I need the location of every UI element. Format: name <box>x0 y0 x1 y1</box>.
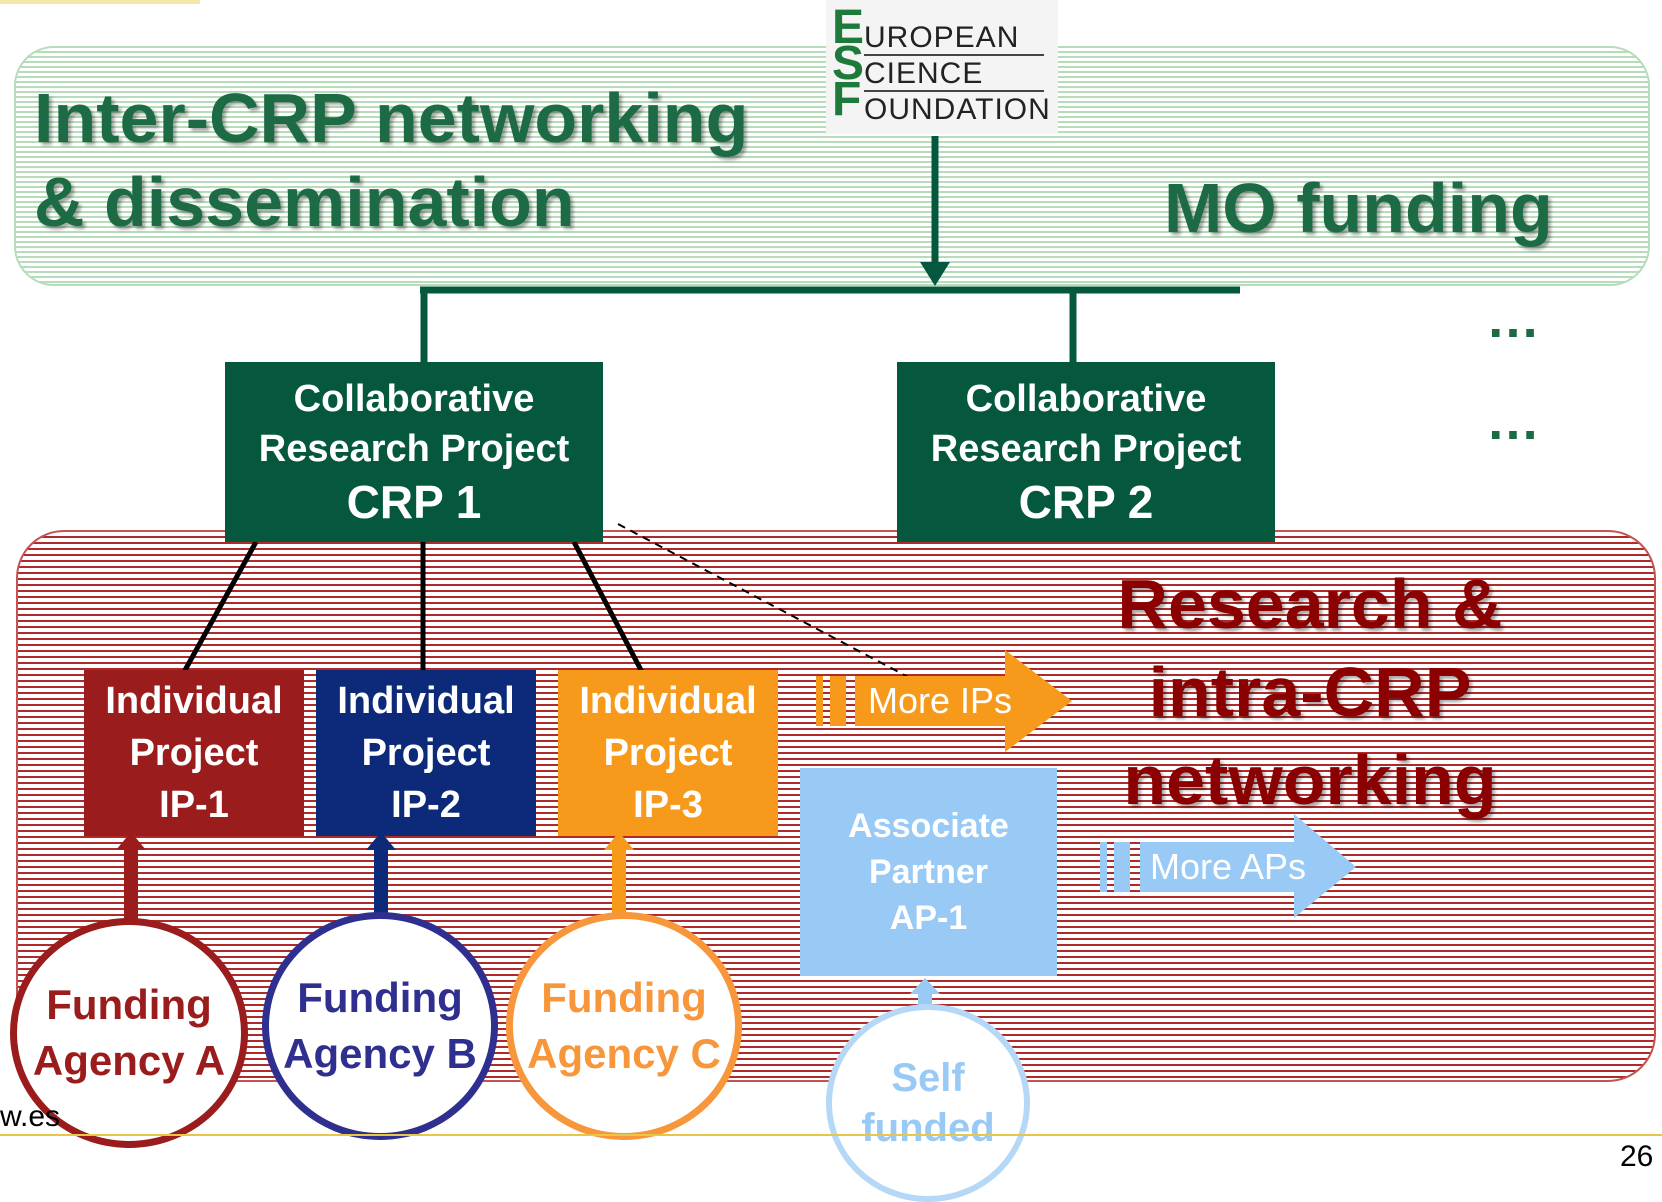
crp-1-box: Collaborative Research Project CRP 1 <box>225 362 603 542</box>
crp1-ip3-line <box>571 540 645 674</box>
inter-crp-title-line1: Inter-CRP networking <box>34 79 749 157</box>
ip-1-line1: Individual <box>105 680 283 722</box>
more-crps-ellipsis-2: … <box>1486 391 1544 451</box>
research-title-line2: intra-CRP <box>1148 653 1472 731</box>
research-title-line1: Research & <box>1117 565 1503 643</box>
agency-c-arrowhead <box>604 832 634 850</box>
esf-logo-letter-e: E <box>832 1 865 54</box>
ip-2-line1: Individual <box>337 680 515 722</box>
footer-rule <box>0 1134 1662 1136</box>
research-title: Research & intra-CRP networking <box>1070 560 1550 824</box>
crp1-ip1-line <box>181 540 259 674</box>
funding-agency-c-line1: Funding <box>541 974 707 1021</box>
ip-3-line2: Project <box>603 732 733 774</box>
esf-logo-letter-s: S <box>832 37 865 90</box>
research-title-line3: networking <box>1123 741 1497 819</box>
esf-logo-line2: CIENCE <box>864 58 1044 92</box>
esf-logo-line1: UROPEAN <box>864 22 1044 56</box>
self-funded-line1: Self <box>891 1056 965 1100</box>
esf-logo-letter-f: F <box>832 73 862 126</box>
crp-1-line1: Collaborative <box>293 378 535 420</box>
ip-2-line2: Project <box>361 732 491 774</box>
ip-3-line1: Individual <box>579 680 757 722</box>
footer-url: w.es <box>0 1100 61 1133</box>
ip-3-box: Individual Project IP-3 <box>558 670 778 836</box>
more-aps-arrow <box>1100 814 1356 918</box>
ip-2-box: Individual Project IP-2 <box>316 670 536 836</box>
funding-agency-a-line1: Funding <box>46 981 212 1028</box>
crp-1-number: CRP 1 <box>346 476 482 528</box>
logo-down-arrowhead <box>920 262 950 286</box>
ip-1-line3: IP-1 <box>159 784 229 826</box>
crp-2-box: Collaborative Research Project CRP 2 <box>897 362 1275 542</box>
ip-2-line3: IP-2 <box>391 784 461 826</box>
associate-partner-box: Associate Partner AP-1 <box>800 768 1057 976</box>
crp1-more-ips-dashed <box>617 523 911 679</box>
self-funded-arrowhead <box>910 978 940 994</box>
more-crps-ellipsis-1: … <box>1486 289 1544 349</box>
funding-agency-a-circle: Funding Agency A <box>10 918 248 1148</box>
crp-2-line1: Collaborative <box>965 378 1207 420</box>
page-number: 26 <box>1620 1140 1654 1173</box>
crp-1-line2: Research Project <box>258 428 570 470</box>
esf-logo: E S F UROPEAN CIENCE OUNDATION <box>826 0 1058 134</box>
self-funded-circle: Self funded <box>826 1004 1030 1202</box>
inter-crp-title: Inter-CRP networking & dissemination <box>34 76 748 244</box>
ip-3-line3: IP-3 <box>633 784 703 826</box>
top-corner-rule <box>0 0 200 4</box>
funding-agency-c-circle: Funding Agency C <box>506 912 742 1140</box>
funding-agency-b-line1: Funding <box>297 974 463 1021</box>
mo-funding-label: MO funding <box>1164 169 1553 247</box>
funding-agency-c-line2: Agency C <box>527 1030 721 1077</box>
more-ips-arrow <box>816 650 1072 752</box>
agency-a-arrowhead <box>116 832 146 850</box>
ip-1-box: Individual Project IP-1 <box>84 670 304 836</box>
funding-agency-b-line2: Agency B <box>283 1030 477 1077</box>
associate-line2: Partner <box>868 853 989 891</box>
inter-crp-title-line2: & dissemination <box>34 163 575 241</box>
funding-agency-a-line2: Agency A <box>32 1037 226 1084</box>
esf-logo-line3: OUNDATION <box>864 93 1051 126</box>
more-aps-label: More APs <box>1150 846 1307 887</box>
associate-line1: Associate <box>848 807 1009 845</box>
crp-2-line2: Research Project <box>930 428 1242 470</box>
more-ips-label: More IPs <box>868 680 1013 721</box>
self-funded-line2: funded <box>861 1106 995 1150</box>
associate-line3: AP-1 <box>889 899 968 937</box>
agency-b-arrowhead <box>366 832 396 850</box>
crp-2-number: CRP 2 <box>1018 476 1154 528</box>
funding-agency-b-circle: Funding Agency B <box>262 912 498 1140</box>
ip-1-line2: Project <box>129 732 259 774</box>
